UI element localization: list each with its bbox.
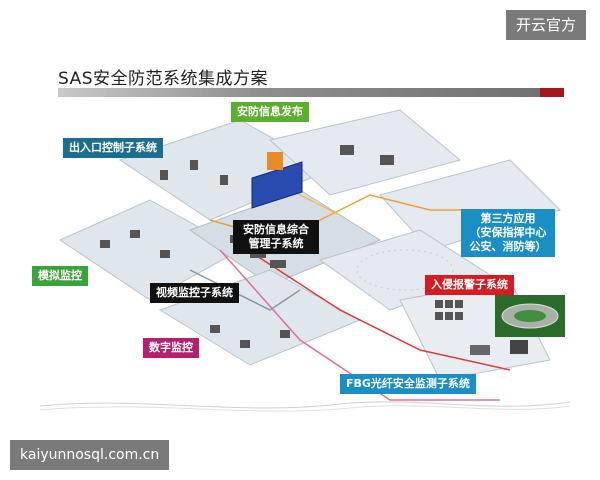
page-title: SAS安全防范系统集成方案 xyxy=(58,64,268,89)
label-core-line2: 管理子系统 xyxy=(239,237,313,251)
label-third-party: 第三方应用 （安保指挥中心 公安、消防等） xyxy=(461,209,555,257)
watermark-bottom: kaiyunnosql.com.cn xyxy=(10,440,169,470)
label-fbg: FBG光纤安全监测子系统 xyxy=(340,374,476,394)
watermark-top: 开云官方 xyxy=(506,10,586,40)
label-third-party-line3: 公安、消防等） xyxy=(467,240,549,254)
label-core: 安防信息综合 管理子系统 xyxy=(233,220,319,254)
label-access: 出入口控制子系统 xyxy=(63,138,163,158)
label-third-party-line1: 第三方应用 xyxy=(467,212,549,226)
label-video: 视频监控子系统 xyxy=(150,283,239,303)
label-analog: 模拟监控 xyxy=(32,266,88,286)
label-third-party-line2: （安保指挥中心 xyxy=(467,226,549,240)
title-underline-bar xyxy=(58,88,564,97)
label-core-line1: 安防信息综合 xyxy=(239,223,313,237)
title-accent-mark xyxy=(540,88,564,97)
stadium-image xyxy=(495,295,565,337)
label-intrusion: 入侵报警子系统 xyxy=(425,275,514,295)
label-publish: 安防信息发布 xyxy=(231,102,309,122)
label-digital: 数字监控 xyxy=(143,338,199,358)
wave-decoration xyxy=(40,396,570,416)
publish-server xyxy=(267,152,283,170)
